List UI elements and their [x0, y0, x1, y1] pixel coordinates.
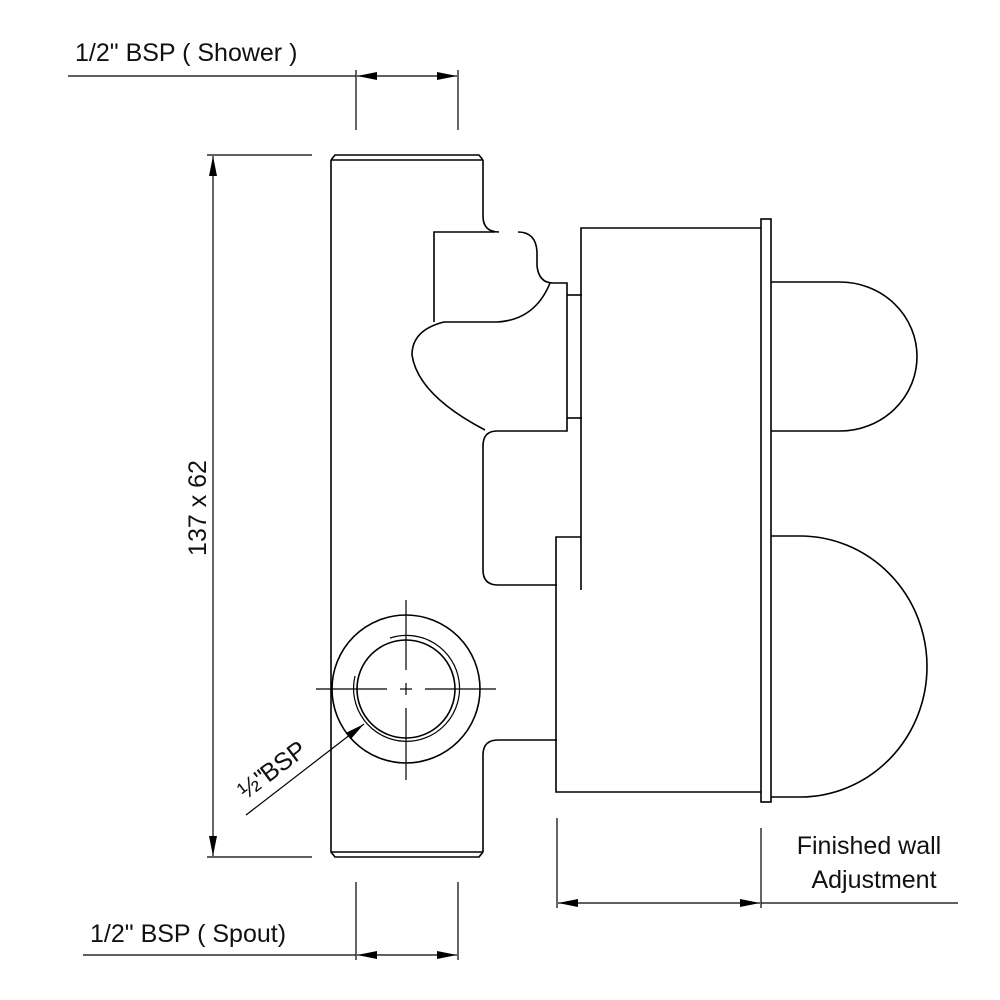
port-thread-arc	[352, 634, 461, 742]
spout-outlet-dimension: 1/2" BSP ( Spout)	[83, 882, 459, 960]
body-right-lower	[482, 739, 557, 852]
lower-handle	[771, 535, 928, 798]
upper-sleeve	[580, 227, 761, 590]
valve-body	[330, 154, 582, 858]
spout-outlet-label: 1/2" BSP ( Spout)	[90, 920, 286, 948]
wall-adjust-line1: Finished wall	[797, 832, 942, 860]
housing-outline	[497, 231, 568, 432]
overall-height-dimension: 137 x 62	[184, 154, 312, 858]
wall-plate	[760, 218, 772, 803]
wall-adjust-line2: Adjustment	[811, 866, 936, 894]
wall-adjustment-dimension: Finished wall Adjustment	[556, 818, 958, 908]
trim-assembly	[555, 218, 928, 803]
body-right-middle	[482, 430, 557, 586]
upper-handle	[771, 281, 918, 432]
overall-size-label: 137 x 62	[184, 460, 212, 556]
top-thread-chamfer	[330, 154, 484, 161]
lower-sleeve	[555, 536, 761, 793]
shower-outlet-dimension: 1/2" BSP ( Shower )	[68, 39, 459, 130]
side-inlet-port: ½" BSP	[233, 600, 496, 816]
inlet-leader-arrow	[245, 723, 365, 816]
shower-outlet-label: 1/2" BSP ( Shower )	[75, 39, 297, 67]
housing-rect	[433, 231, 495, 322]
housing-curve	[411, 282, 551, 431]
body-right-upper	[482, 160, 500, 233]
body-left-edge	[330, 160, 484, 858]
